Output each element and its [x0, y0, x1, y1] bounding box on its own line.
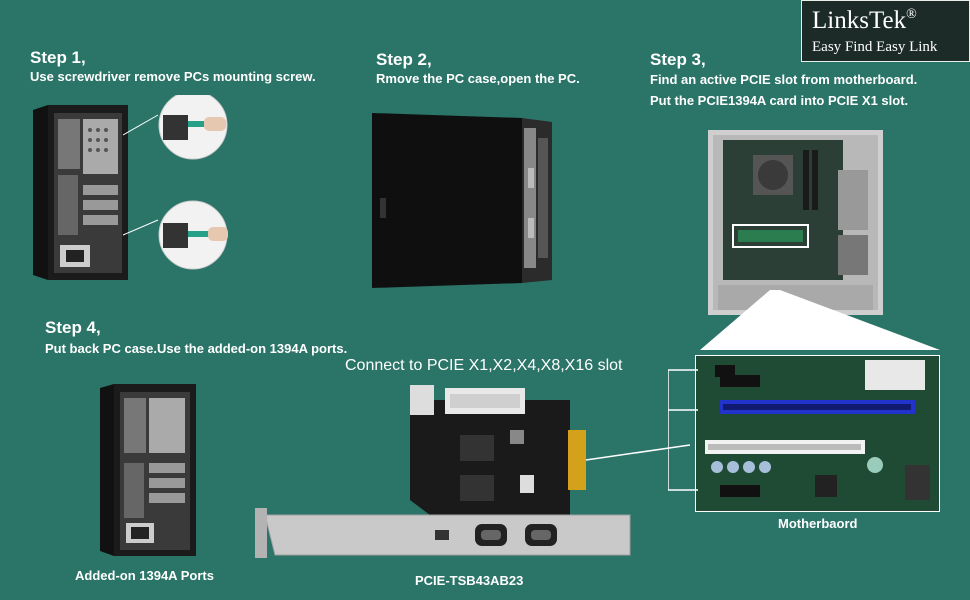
- slot-pointer-lines: [668, 369, 698, 491]
- registered-mark: ®: [906, 7, 917, 22]
- step-3-text-line-1: Find an active PCIE slot from motherboar…: [650, 72, 918, 87]
- motherboard-closeup: [695, 355, 940, 512]
- card-model-caption: PCIE-TSB43AB23: [415, 573, 524, 588]
- step-3-text-line-2: Put the PCIE1394A card into PCIE X1 slot…: [650, 93, 909, 108]
- zoom-connector: [700, 290, 940, 350]
- step-4-text: Put back PC case.Use the added-on 1394A …: [45, 341, 348, 356]
- step-1-text: Use screwdriver remove PCs mounting scre…: [30, 69, 316, 84]
- step-2-title: Step 2,: [376, 50, 432, 69]
- pcie-card-image: [255, 385, 690, 558]
- firewire-4pin-port: [435, 530, 449, 540]
- step-4-title: Step 4,: [45, 318, 101, 337]
- controller-chip-1: [460, 435, 494, 461]
- step-3-title: Step 3,: [650, 50, 706, 69]
- step-2-photo-case-open: [372, 113, 552, 288]
- brand-name: LinksTek: [812, 7, 907, 34]
- pcie-x1-slot: [720, 375, 760, 387]
- step-1-photo-pc-rear: [33, 95, 228, 280]
- ports-caption: Added-on 1394A Ports: [75, 568, 214, 583]
- motherboard-caption: Motherbaord: [778, 516, 858, 531]
- step-4-photo-pc-closed: [100, 384, 196, 556]
- pcie-gold-fingers: [568, 430, 586, 490]
- brand-logo: LinksTek® Easy Find Easy Link: [801, 0, 970, 62]
- step-3-photo-motherboard: [708, 130, 883, 315]
- connect-slot-label: Connect to PCIE X1,X2,X4,X8,X16 slot: [345, 357, 623, 374]
- step-2-text: Rmove the PC case,open the PC.: [376, 71, 580, 86]
- brand-tagline: Easy Find Easy Link: [812, 39, 938, 55]
- controller-chip-2: [460, 475, 494, 501]
- step-1-title: Step 1,: [30, 48, 86, 67]
